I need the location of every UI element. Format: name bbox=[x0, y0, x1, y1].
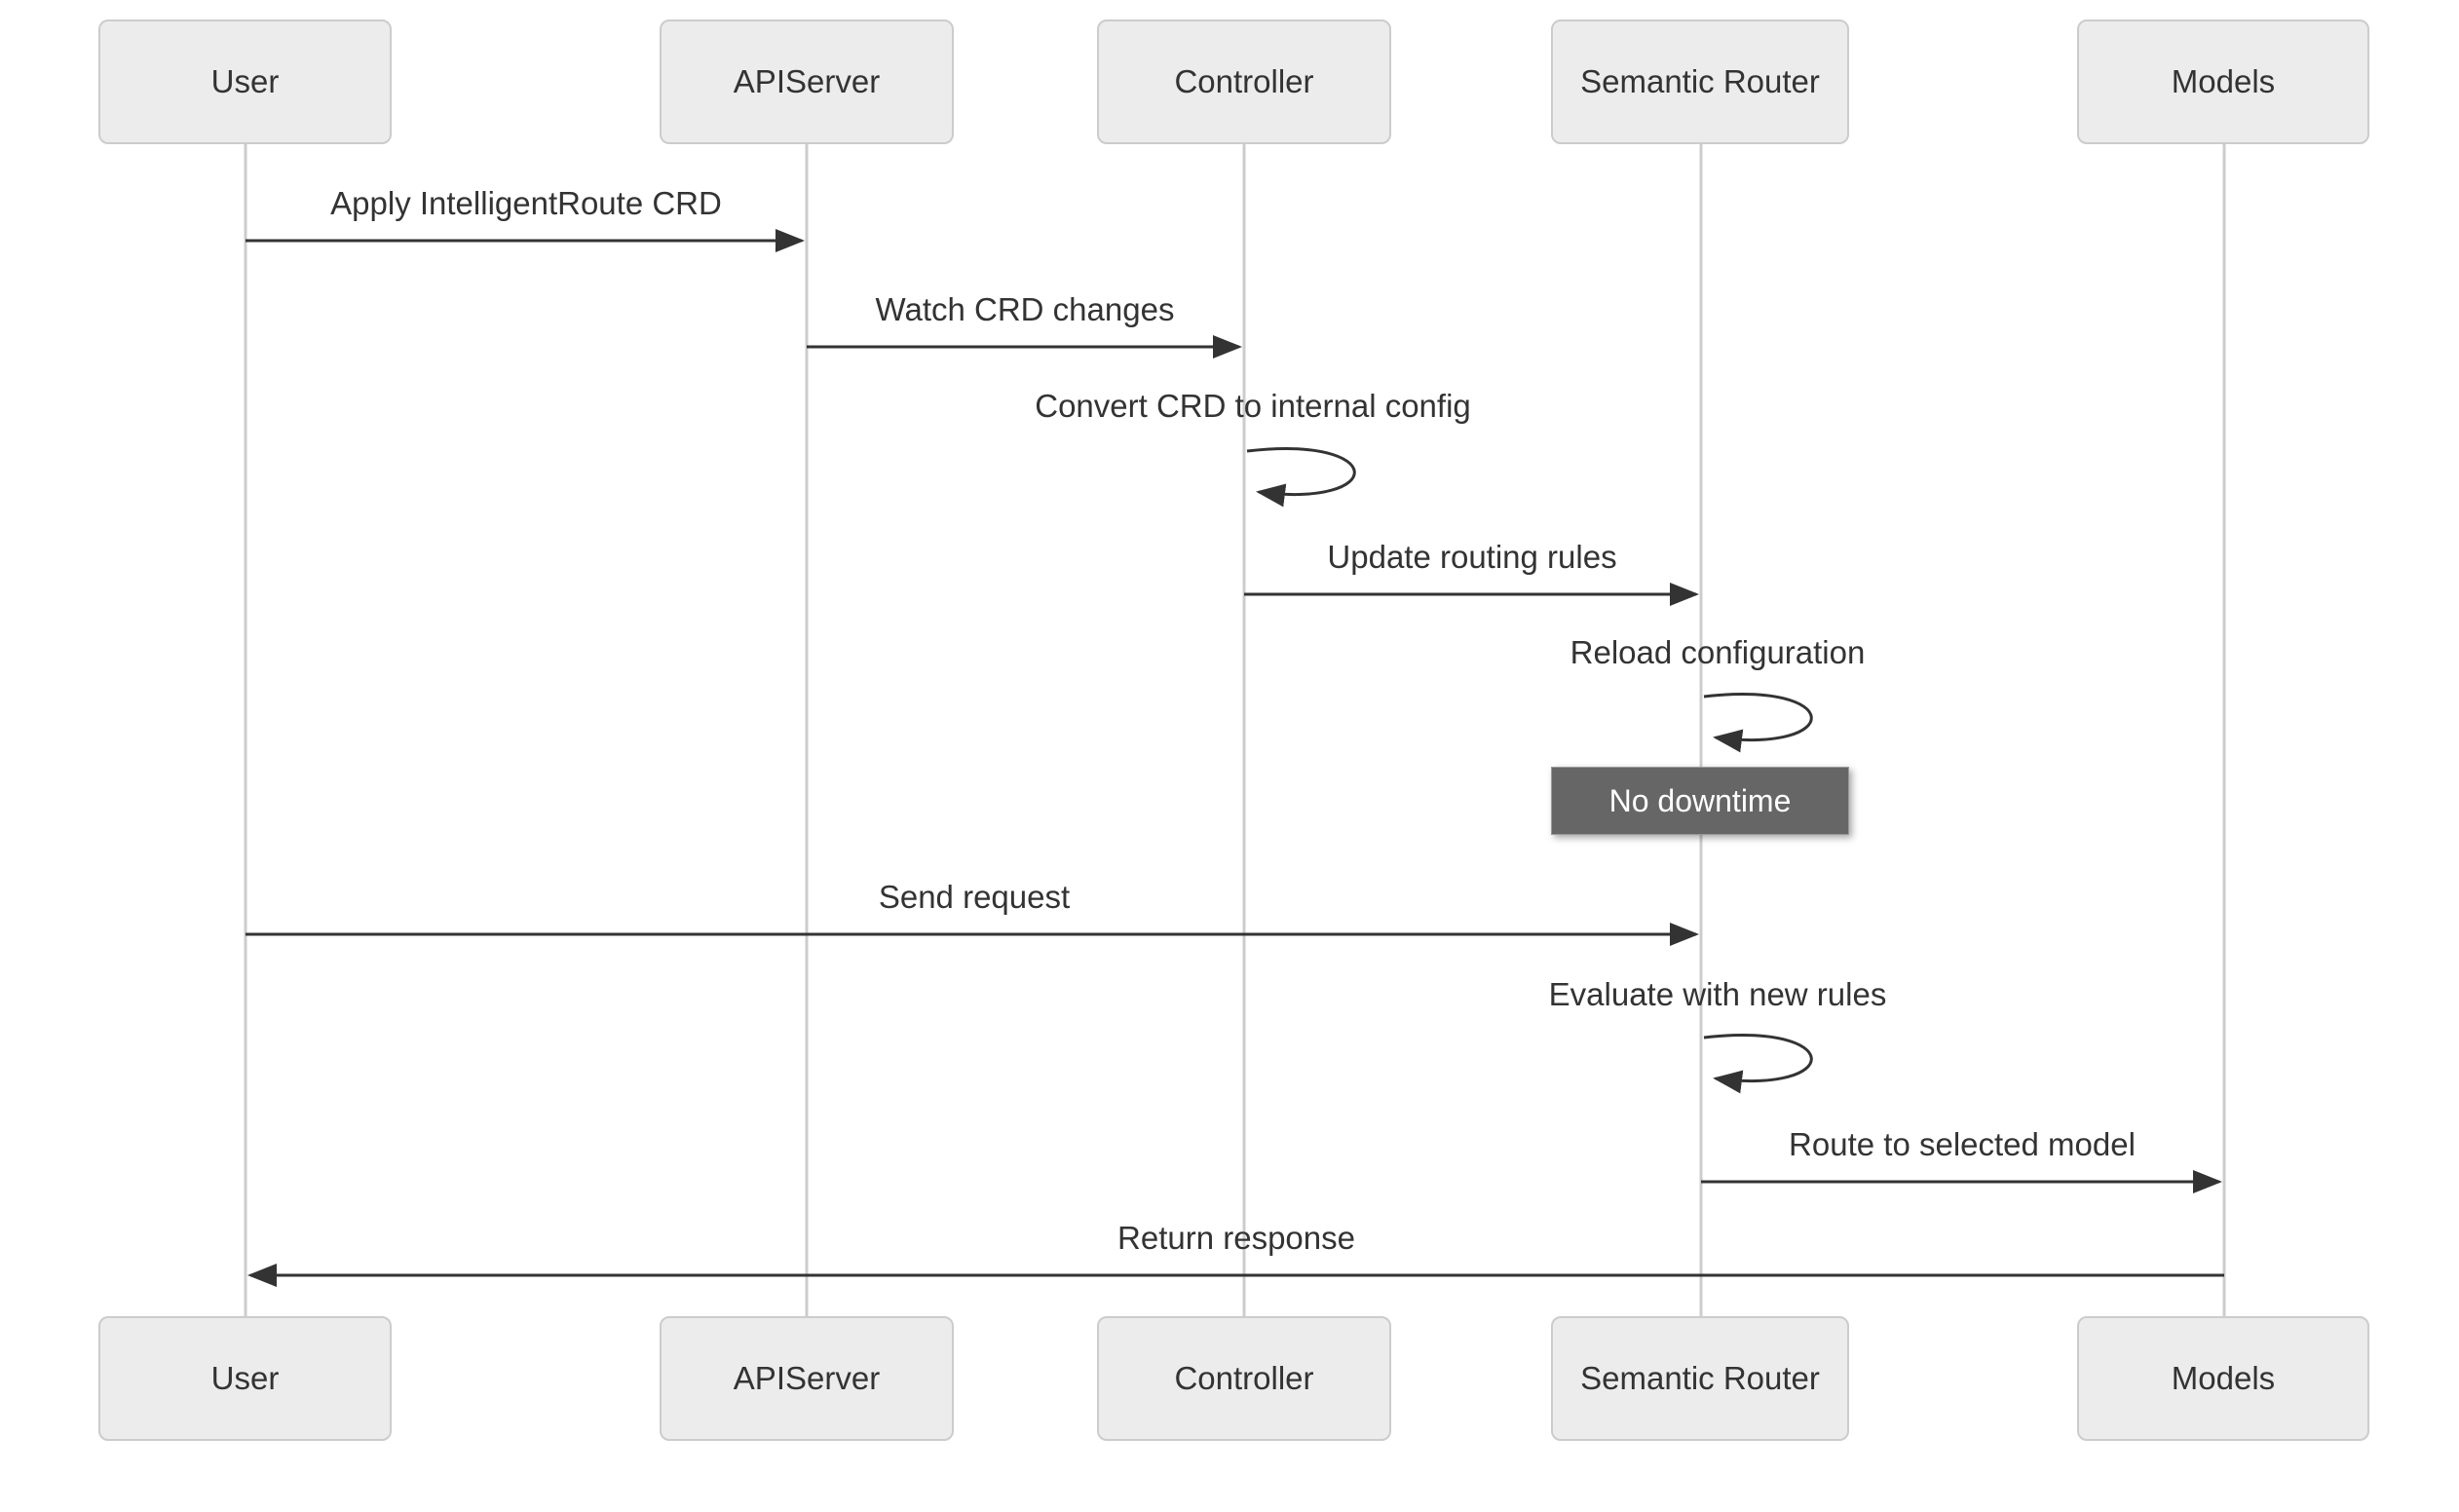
note-no-downtime: No downtime bbox=[1551, 767, 1849, 835]
actor-top-user: User bbox=[98, 19, 392, 144]
self-loop-evaluate-new-rules bbox=[1703, 1034, 1813, 1094]
message-label-convert-crd: Convert CRD to internal config bbox=[1035, 388, 1471, 424]
actor-bottom-controller: Controller bbox=[1097, 1316, 1391, 1441]
self-loop-reload-configuration bbox=[1703, 693, 1813, 753]
actor-top-semantic-router: Semantic Router bbox=[1551, 19, 1849, 144]
message-label-evaluate-new-rules: Evaluate with new rules bbox=[1548, 976, 1887, 1012]
message-label-route-to-selected-model: Route to selected model bbox=[1789, 1126, 2136, 1162]
actor-bottom-user: User bbox=[98, 1316, 392, 1441]
message-label-return-response: Return response bbox=[1117, 1220, 1355, 1256]
self-loop-convert-crd bbox=[1246, 447, 1356, 508]
message-label-apply-intelligentroute-crd: Apply IntelligentRoute CRD bbox=[330, 185, 722, 221]
actor-bottom-apiserver: APIServer bbox=[660, 1316, 954, 1441]
actor-top-controller: Controller bbox=[1097, 19, 1391, 144]
message-label-watch-crd-changes: Watch CRD changes bbox=[875, 291, 1175, 327]
actor-top-models: Models bbox=[2077, 19, 2369, 144]
message-label-update-routing-rules: Update routing rules bbox=[1327, 539, 1617, 575]
actor-bottom-models: Models bbox=[2077, 1316, 2369, 1441]
message-label-reload-configuration: Reload configuration bbox=[1570, 634, 1866, 670]
actor-bottom-semantic-router: Semantic Router bbox=[1551, 1316, 1849, 1441]
actor-top-apiserver: APIServer bbox=[660, 19, 954, 144]
message-label-send-request: Send request bbox=[878, 879, 1071, 915]
